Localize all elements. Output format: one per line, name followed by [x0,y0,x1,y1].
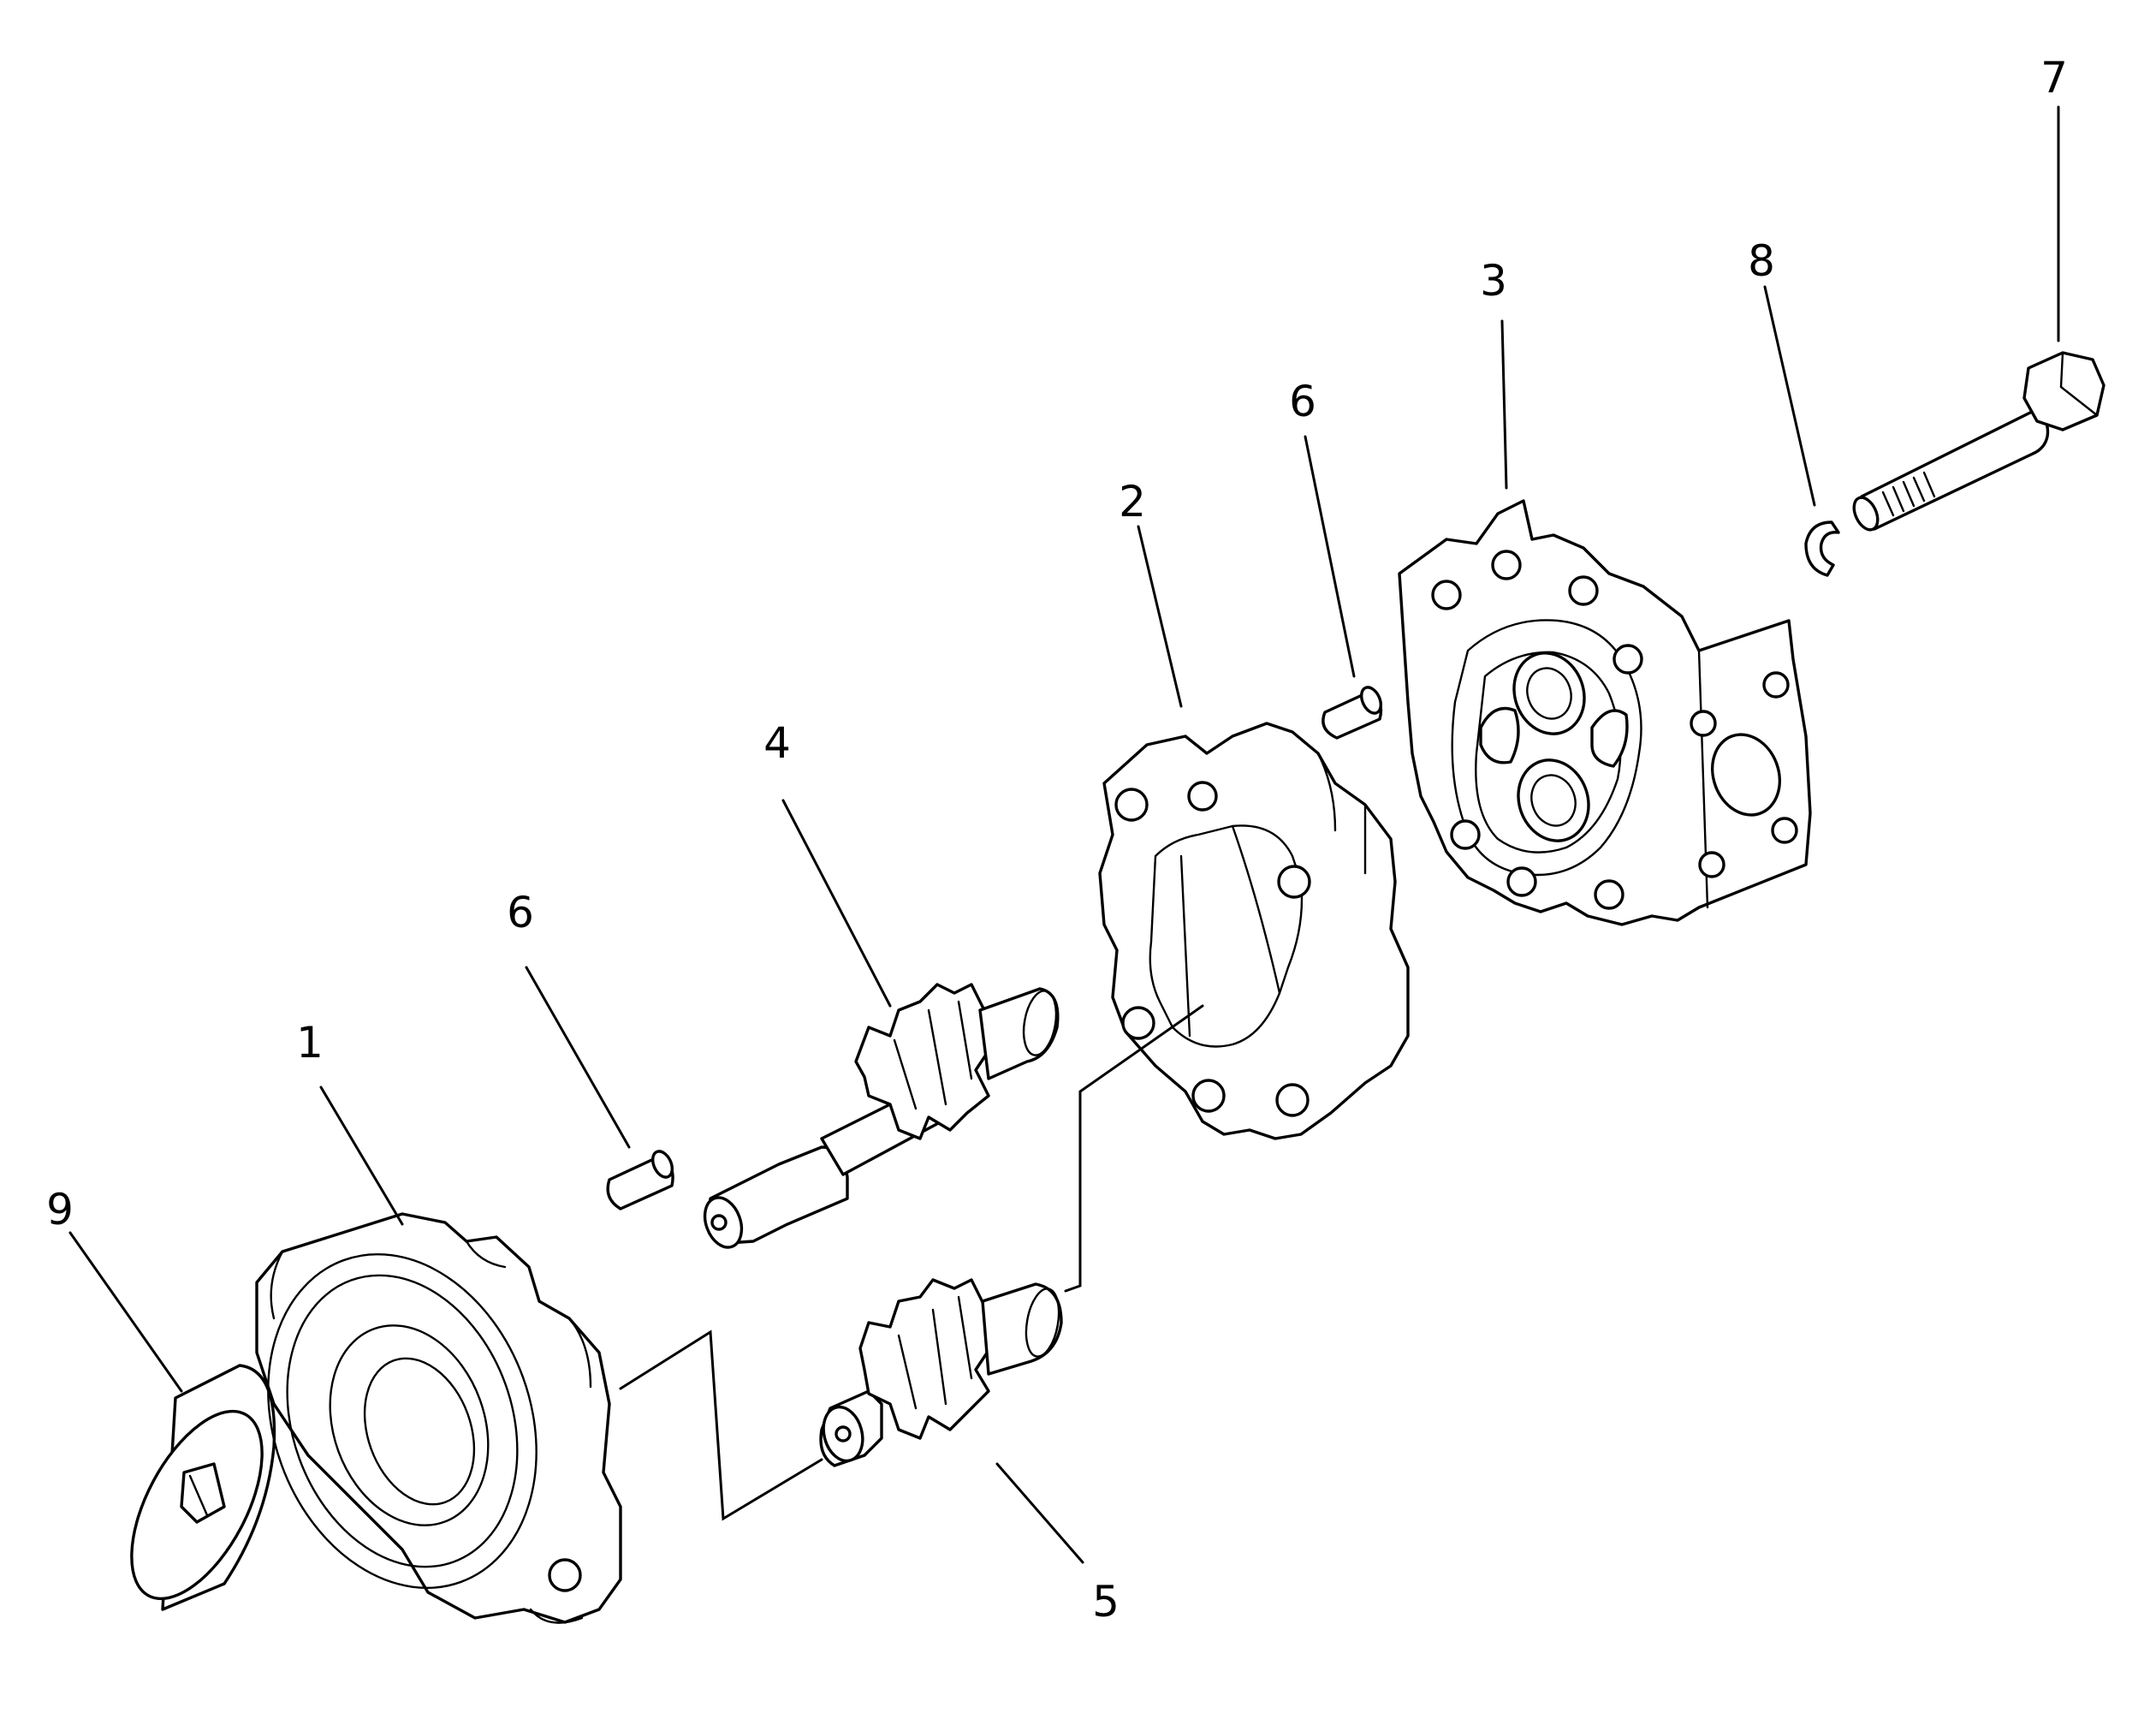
callout-4: 4 [763,718,791,768]
leader-lines [68,105,2060,1564]
part-9-bushing [130,1364,276,1611]
leader-2 [1137,525,1183,708]
leader-5 [995,1462,1084,1564]
callouts: 1 2 3 4 5 6 6 7 8 9 [46,53,2068,1627]
callout-9: 9 [46,1185,74,1234]
part-6-dowel-pin-upper [1322,686,1383,740]
part-1-front-cover [255,1212,622,1624]
leader-3 [1500,319,1508,490]
part-3-rear-cover [1398,499,1812,926]
leader-9 [68,1231,183,1393]
callout-7: 7 [2040,53,2068,103]
callout-2: 2 [1119,477,1146,526]
part-5-driven-gear [819,1278,1063,1467]
leader-1 [319,1086,404,1226]
callout-8: 8 [1748,236,1775,286]
callout-6-lower: 6 [507,888,534,937]
leader-6-lower [525,966,631,1149]
assembly-lines [619,1004,1204,1521]
leader-8 [1763,285,1816,507]
leader-6-upper [1304,435,1356,678]
part-2-gear-case [1098,722,1410,1140]
callout-1: 1 [296,1018,324,1068]
callout-5: 5 [1092,1577,1120,1627]
callout-3: 3 [1480,256,1507,306]
part-6-dowel-pin-lower [606,1150,674,1210]
part-4-drive-gear-shaft [703,983,1060,1249]
part-8-snap-ring [1804,520,1840,577]
assembly-line-cover-to-gear5 [619,1329,823,1521]
assembly-line-gear5-to-case [1064,1004,1204,1293]
leader-4 [781,799,892,1008]
part-7-bolt [1852,351,2106,532]
callout-6-upper: 6 [1289,377,1316,426]
